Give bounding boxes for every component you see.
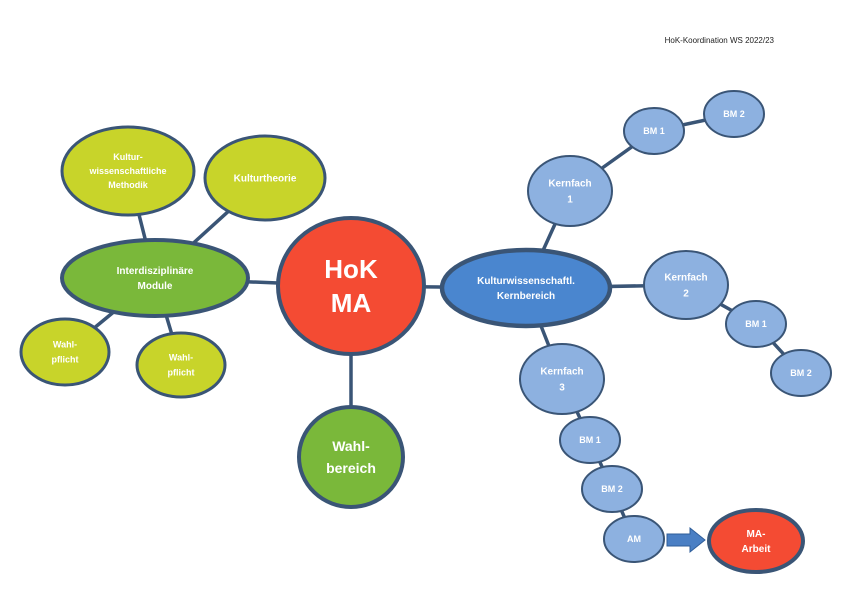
node-label-ma-arbeit: MA- bbox=[747, 529, 766, 540]
node-shape-wahlbereich bbox=[297, 405, 405, 509]
node-label-methodik: Kultur- bbox=[113, 152, 143, 162]
node-shape-kernfach-3 bbox=[519, 343, 605, 415]
node-kernfach-1: Kernfach 1 bbox=[527, 155, 613, 227]
node-label-kulturtheorie: Kulturtheorie bbox=[234, 174, 297, 185]
node-label-kernfach-2: 2 bbox=[683, 289, 689, 300]
node-wahlpflicht-2: Wahl-pflicht bbox=[135, 331, 227, 399]
node-wahlbereich: Wahl-bereich bbox=[297, 405, 405, 509]
node-label-wahlbereich: Wahl- bbox=[332, 438, 370, 454]
node-shape-kernfach-2 bbox=[643, 250, 729, 320]
node-label-wahlpflicht-1: Wahl- bbox=[53, 340, 77, 350]
node-shape-k1-bm1 bbox=[623, 107, 685, 155]
node-k2-bm1: BM 1 bbox=[725, 300, 787, 348]
node-kernfach-2: Kernfach 2 bbox=[643, 250, 729, 320]
node-label-wahlpflicht-2: Wahl- bbox=[169, 353, 193, 363]
node-label-methodik: wissenschaftliche bbox=[88, 166, 166, 176]
node-label-am: AM bbox=[627, 534, 641, 544]
node-am: AM bbox=[603, 515, 665, 563]
node-shape-kernbereich bbox=[439, 247, 613, 329]
node-shape-k2-bm2 bbox=[770, 349, 832, 397]
node-label-wahlbereich: bereich bbox=[326, 460, 376, 476]
node-label-k1-bm1: BM 1 bbox=[643, 126, 665, 136]
node-shape-wahlpflicht-2 bbox=[135, 331, 227, 399]
node-wahlpflicht-1: Wahl-pflicht bbox=[19, 317, 111, 387]
node-ma-arbeit: MA- Arbeit bbox=[707, 508, 805, 574]
node-label-k2-bm2: BM 2 bbox=[790, 368, 812, 378]
node-label-kernfach-1: Kernfach bbox=[548, 179, 591, 190]
header-text: HoK-Koordination WS 2022/23 bbox=[664, 36, 774, 45]
node-shape-am bbox=[603, 515, 665, 563]
node-shape-methodik bbox=[60, 125, 196, 217]
node-shape-kernfach-1 bbox=[527, 155, 613, 227]
node-label-kernbereich: Kernbereich bbox=[497, 291, 555, 302]
node-label-methodik: Methodik bbox=[108, 180, 148, 190]
node-shape-ma-arbeit bbox=[707, 508, 805, 574]
node-label-wahlpflicht-1: pflicht bbox=[52, 355, 79, 365]
node-shape-k3-bm2 bbox=[581, 465, 643, 513]
node-shape-wahlpflicht-1 bbox=[19, 317, 111, 387]
node-kernfach-3: Kernfach 3 bbox=[519, 343, 605, 415]
node-label-interdisziplinaer: Interdisziplinäre bbox=[117, 266, 194, 277]
node-kernbereich: Kulturwissenschaftl. Kernbereich bbox=[439, 247, 613, 329]
node-k1-bm2: BM 2 bbox=[703, 90, 765, 138]
node-kulturtheorie: Kulturtheorie bbox=[203, 134, 327, 222]
node-label-interdisziplinaer: Module bbox=[138, 281, 173, 292]
node-label-k1-bm2: BM 2 bbox=[723, 109, 745, 119]
node-label-center: MA bbox=[331, 288, 372, 318]
node-k2-bm2: BM 2 bbox=[770, 349, 832, 397]
node-label-kernfach-1: 1 bbox=[567, 195, 573, 206]
node-k3-bm2: BM 2 bbox=[581, 465, 643, 513]
node-label-kernfach-3: Kernfach bbox=[540, 367, 583, 378]
node-label-kernfach-2: Kernfach bbox=[664, 273, 707, 284]
node-shape-kulturtheorie bbox=[203, 134, 327, 222]
node-label-kernfach-3: 3 bbox=[559, 383, 565, 394]
node-shape-k3-bm1 bbox=[559, 416, 621, 464]
node-label-k3-bm1: BM 1 bbox=[579, 435, 601, 445]
node-center: HoK MA bbox=[276, 216, 426, 356]
node-label-ma-arbeit: Arbeit bbox=[742, 544, 772, 555]
arrow-icon bbox=[666, 526, 706, 554]
node-k1-bm1: BM 1 bbox=[623, 107, 685, 155]
node-label-center: HoK bbox=[324, 254, 378, 284]
node-shape-center bbox=[276, 216, 426, 356]
node-k3-bm1: BM 1 bbox=[559, 416, 621, 464]
node-label-k3-bm2: BM 2 bbox=[601, 484, 623, 494]
node-shape-k1-bm2 bbox=[703, 90, 765, 138]
node-label-kernbereich: Kulturwissenschaftl. bbox=[477, 276, 575, 287]
node-shape-k2-bm1 bbox=[725, 300, 787, 348]
node-label-k2-bm1: BM 1 bbox=[745, 319, 767, 329]
node-label-wahlpflicht-2: pflicht bbox=[168, 368, 195, 378]
node-shape-interdisziplinaer bbox=[60, 238, 250, 318]
